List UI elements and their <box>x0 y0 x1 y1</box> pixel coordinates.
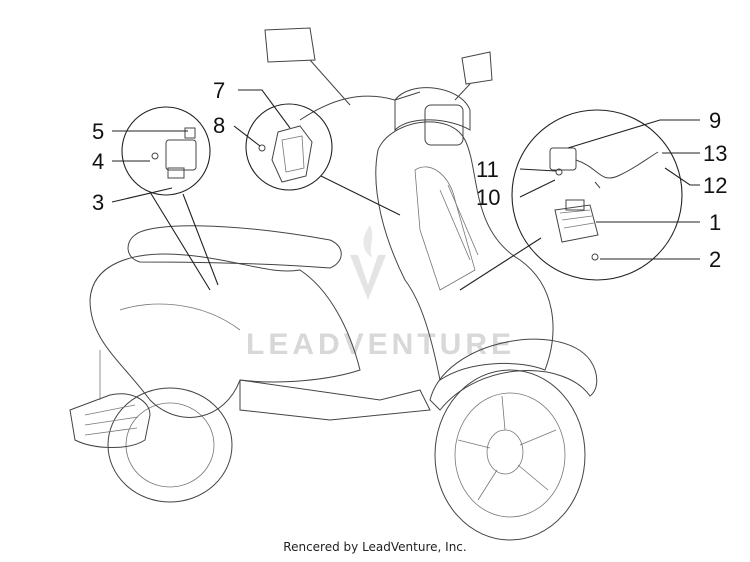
leader-12 <box>664 167 700 186</box>
part-label-11: 11 <box>476 157 499 182</box>
part-label-7: 7 <box>213 78 225 103</box>
part-label-2: 2 <box>709 247 721 272</box>
leader-11 <box>519 168 557 172</box>
callout-circle-right <box>459 109 683 291</box>
part-label-13: 13 <box>703 141 727 166</box>
part-label-4: 4 <box>92 149 104 174</box>
credit-text: Rencered by LeadVenture, Inc. <box>283 540 467 554</box>
watermark-logo: LEADVENTURE <box>246 225 515 361</box>
leader-7 <box>238 89 291 129</box>
part-labels: 5 4 3 7 8 9 11 10 13 12 1 2 <box>92 78 727 272</box>
part-label-5: 5 <box>92 119 104 144</box>
scooter-drawing <box>69 27 598 541</box>
part-label-10: 10 <box>476 185 500 210</box>
part-label-3: 3 <box>92 190 104 215</box>
callout-circle-middle <box>245 103 401 216</box>
leader-9 <box>567 119 700 149</box>
leader-lines <box>111 89 700 260</box>
part-label-1: 1 <box>709 210 721 235</box>
part-label-12: 12 <box>703 173 727 198</box>
watermark-text: LEADVENTURE <box>246 328 515 361</box>
leader-3 <box>111 187 173 203</box>
part-label-8: 8 <box>213 113 225 138</box>
leader-8 <box>233 125 261 147</box>
callout-circle-left <box>121 106 219 291</box>
part-label-9: 9 <box>709 108 721 133</box>
leader-10 <box>519 179 556 198</box>
